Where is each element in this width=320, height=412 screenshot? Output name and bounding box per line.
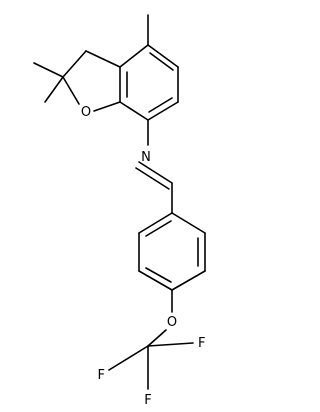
bond-b3-b4	[171, 270, 206, 291]
bond-c3a-c3	[85, 50, 121, 68]
atom-label-imine-nitrogen: N	[141, 150, 151, 165]
bond-o-cf3	[147, 329, 167, 347]
bond-b4-b5-inner	[145, 267, 172, 283]
bond-c4-c5	[147, 44, 179, 68]
atom-labels: O N O F F F	[81, 105, 206, 408]
bond-b4-b5	[138, 270, 173, 291]
bond-o1-c7a	[93, 101, 121, 112]
molecule-diagram: O N O F F F	[33, 14, 206, 408]
atom-label-ether-oxygen: O	[167, 315, 177, 330]
bond-b6-b1	[138, 212, 173, 234]
bond-b1-b2	[171, 212, 206, 234]
bond-c3a-c4	[119, 44, 149, 68]
atom-label-fluorine-2: F	[98, 368, 105, 383]
bond-c2-methyl-b	[44, 76, 64, 103]
atom-label-fluorine-3: F	[144, 393, 151, 408]
bond-c6-c7	[147, 101, 179, 121]
bond-c2-o1	[62, 76, 80, 105]
bond-c-f-left	[108, 345, 149, 371]
bond-b6-b1-inner	[145, 220, 172, 237]
atom-label-ring-oxygen: O	[81, 105, 91, 120]
bond-c4-c5-inner	[149, 52, 174, 71]
bond-c2-methyl-a	[33, 62, 64, 78]
bond-n-ch-double	[135, 167, 170, 190]
bond-c3-c2	[62, 50, 87, 78]
bond-c7-c7a	[119, 101, 149, 121]
atom-label-fluorine-1: F	[198, 336, 205, 351]
bond-n-ch	[138, 161, 173, 184]
bond-c-f-right	[147, 342, 194, 347]
bond-c6-c7-inner	[148, 97, 173, 113]
bonds	[33, 14, 206, 390]
